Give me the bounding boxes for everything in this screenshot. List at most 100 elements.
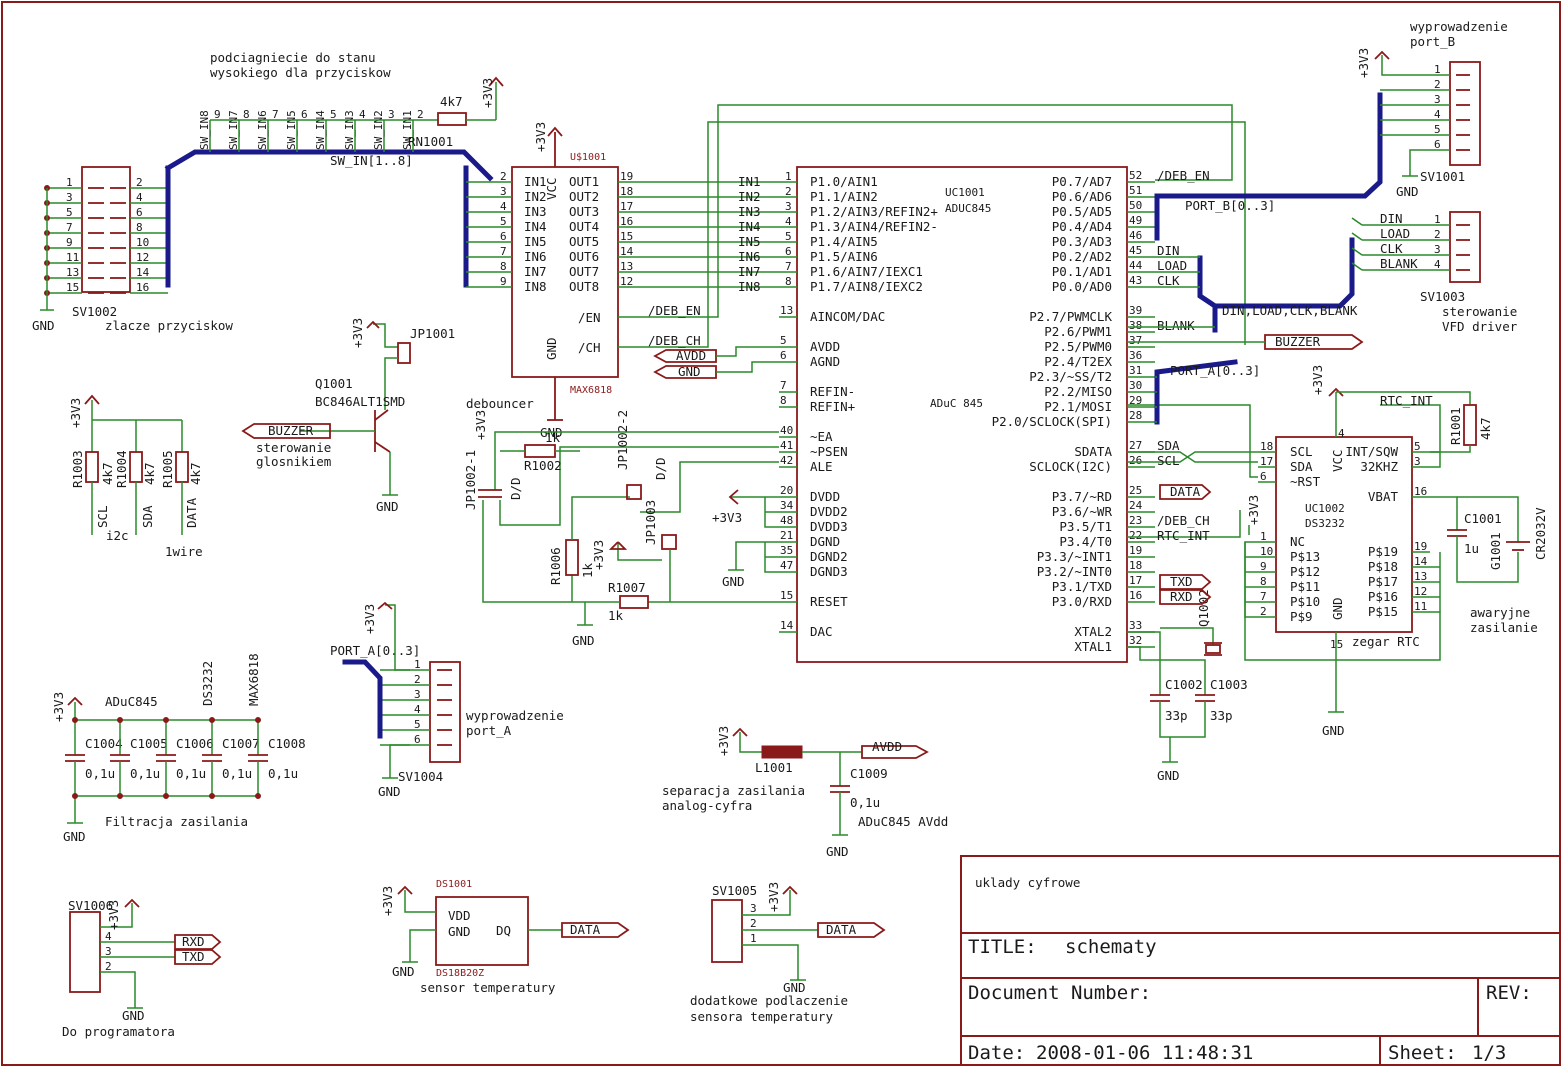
u1001-in-num: 4: [500, 200, 507, 213]
uc1001-right-pin: P2.6/PWM1: [1044, 324, 1112, 339]
uc1001-right-pin: P3.5/T1: [1059, 519, 1112, 534]
buzzer-gnd: GND: [376, 499, 399, 514]
uc1001-right-num: 33: [1129, 619, 1142, 632]
uc1001-right-num: 32: [1129, 634, 1142, 647]
cap-value: 0,1u: [85, 766, 115, 781]
uc1002-right-num: 12: [1414, 585, 1427, 598]
uc1001-left-num: 13: [780, 304, 793, 317]
buzzer-out-label: BUZZER: [1275, 334, 1321, 349]
u1001-in-pin: IN1: [524, 174, 547, 189]
uc1002-left-num: 18: [1260, 440, 1273, 453]
uc1001-right-num: 22: [1129, 529, 1142, 542]
u1001-out-num: 16: [620, 215, 633, 228]
uc1001-value: ADUC845: [945, 202, 991, 215]
uc1001-left-num: 6: [780, 349, 787, 362]
deb-en-left: /DEB_EN: [648, 303, 701, 318]
sv1006-pin3: 3: [105, 945, 112, 958]
title-label: TITLE:: [968, 936, 1037, 958]
sv1004-pin-num: 1: [414, 658, 421, 671]
sv1005-pin2: 2: [750, 917, 757, 930]
uc1001-right-num: 17: [1129, 574, 1142, 587]
uc1001-right-num: 46: [1129, 229, 1142, 242]
uc1001-right-num: 31: [1129, 364, 1142, 377]
uc1002-body: [1275, 436, 1413, 633]
ds1001-name: DS1001: [436, 879, 472, 890]
sv1002-pin-num: 10: [136, 236, 149, 249]
vfd-bus-label: DIN,LOAD,CLK,BLANK: [1222, 303, 1358, 318]
avdd-out-label: AVDD: [872, 739, 902, 754]
uc1002-left-num: 7: [1260, 590, 1267, 603]
cap-name: C1007: [222, 736, 260, 751]
uc1001-right-num: 36: [1129, 349, 1142, 362]
sv1005-data-flag: [817, 922, 886, 938]
rxd-flag: [1159, 589, 1212, 605]
jp1002-2-name: JP1002-2: [615, 410, 630, 470]
port-b-note-2: port_B: [1410, 34, 1455, 49]
u1001-value: MAX6818: [570, 385, 612, 396]
ds1001-value: DS18B20Z: [436, 968, 484, 979]
uc1001-right-num: 37: [1129, 334, 1142, 347]
u1001-in-num: 7: [500, 245, 507, 258]
sv1002-pin-num: 5: [66, 206, 73, 219]
uc1002-left-num: 2: [1260, 605, 1267, 618]
cap-value: 0,1u: [176, 766, 206, 781]
programmer-note: Do programatora: [62, 1024, 175, 1039]
uc1001-in-num: 8: [785, 275, 792, 288]
rn-pin-num: 5: [330, 108, 337, 121]
avdd-note: ADuC845 AVdd: [858, 814, 948, 829]
uc1001-left-pin: P1.2/AIN3/REFIN2+: [810, 204, 938, 219]
uc1002-name: UC1002: [1305, 502, 1345, 515]
uc1001-left-pin: DGND: [810, 534, 840, 549]
buzzer-driver: +3V3 JP1001 Q1001 BC846ALT1SMD BUZZER st…: [241, 318, 455, 514]
date-label: Date:: [968, 1042, 1025, 1064]
rn-pin-num: 4: [359, 108, 366, 121]
g1001-name: G1001: [1488, 532, 1503, 570]
u1001-in-pin: IN6: [524, 249, 547, 264]
r1003-net: SCL: [95, 505, 110, 528]
sv1002-pin-num: 12: [136, 251, 149, 264]
uc1001-right-num: 19: [1129, 544, 1142, 557]
sv1006-gnd: GND: [122, 1008, 145, 1023]
sv1003-pin-num: 4: [1434, 258, 1441, 271]
uc1001-right-num: 23: [1129, 514, 1142, 527]
uc1001-right-pin: P0.6/AD6: [1052, 189, 1112, 204]
u1001-out-pin: OUT2: [569, 189, 599, 204]
uc1002-right-num: 16: [1414, 485, 1427, 498]
uc1001-right-pin: P3.6/~WR: [1052, 504, 1113, 519]
port-a-note-1: wyprowadzenie: [466, 708, 564, 723]
sw-in-bus: [164, 149, 494, 182]
c1001-name: C1001: [1464, 511, 1502, 526]
u1001-in-pin: IN2: [524, 189, 547, 204]
rn-pin-num: 7: [272, 108, 279, 121]
port-wires: [1155, 256, 1200, 423]
u1001-in-num: 3: [500, 185, 507, 198]
uc1002-3v3: +3V3: [1310, 365, 1325, 395]
sv1006-rxd-flag: [174, 934, 222, 950]
rn1001-3v3: +3V3: [480, 78, 495, 108]
r1001-name: R1001: [1448, 407, 1463, 445]
pullup-note-2: wysokiego dla przyciskow: [210, 65, 391, 80]
sw-conn-note: zlacze przyciskow: [105, 318, 233, 333]
r1003-value: 4k7: [100, 462, 115, 485]
r1006-name: R1006: [548, 547, 563, 585]
jp1001-name: JP1001: [410, 326, 455, 341]
r1007-value: 1k: [608, 608, 624, 623]
uc1001-right-pin: SDATA: [1074, 444, 1112, 459]
u1001-vcc: VCC: [544, 177, 559, 200]
uc1002-left-num: 6: [1260, 470, 1267, 483]
uc1001-left-pin: DAC: [810, 624, 833, 639]
uc1001-left-num: 7: [780, 379, 787, 392]
sv1002-body: [81, 166, 131, 293]
uc1001-right-pin: P3.0/RXD: [1052, 594, 1112, 609]
l1001-name: L1001: [755, 760, 793, 775]
sv1002-name: SV1002: [72, 304, 117, 319]
ds1001-data-flag: [561, 922, 630, 938]
uc1001-left-pin: REFIN+: [810, 399, 855, 414]
in-net-label: IN8: [738, 279, 761, 294]
sw-in-label: SW_IN5: [285, 110, 298, 150]
u1001-out-pin: OUT1: [569, 174, 599, 189]
uc1001-left-num: 47: [780, 559, 793, 572]
sv1001-pin-num: 1: [1434, 63, 1441, 76]
